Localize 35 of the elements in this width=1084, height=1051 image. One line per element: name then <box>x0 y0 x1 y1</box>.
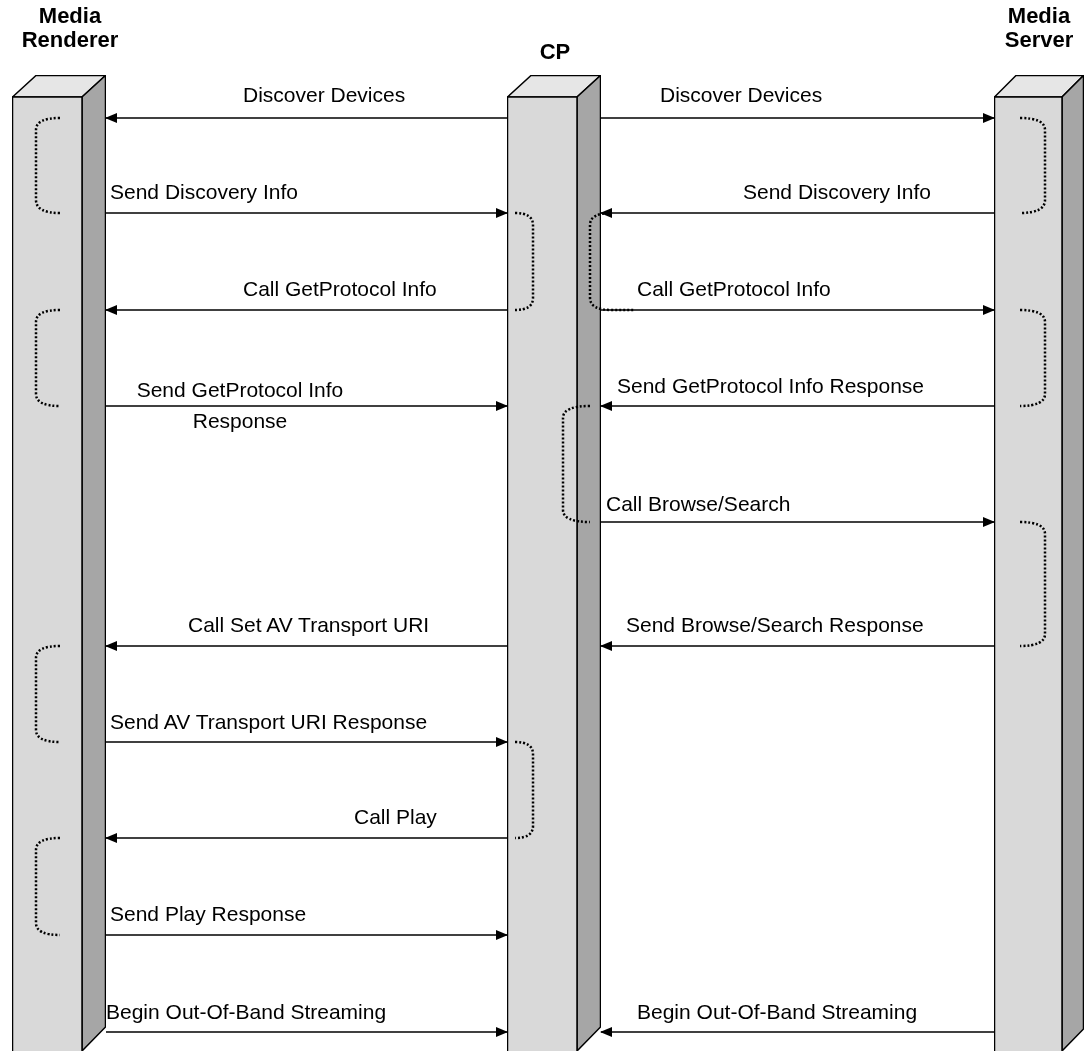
edge-label: Discover Devices <box>660 83 823 106</box>
lifeline-label: CP <box>538 40 572 64</box>
message-arrow <box>105 737 508 747</box>
edge-label: Begin Out-Of-Band Streaming <box>637 1000 918 1023</box>
edge-label: Send AV Transport URI Response <box>110 710 428 733</box>
edge-label: Send GetProtocol Info Response <box>135 377 345 434</box>
message-arrow <box>105 305 508 315</box>
edge-label: Begin Out-Of-Band Streaming <box>106 1000 387 1023</box>
message-arrow <box>600 113 995 123</box>
message-arrow <box>105 401 508 411</box>
message-arrow <box>600 208 995 218</box>
edge-label: Call Browse/Search <box>606 492 791 515</box>
edge-label: Call GetProtocol Info <box>243 277 437 300</box>
message-arrow <box>600 517 995 527</box>
message-arrow <box>600 641 995 651</box>
message-arrow <box>105 208 508 218</box>
message-arrow <box>600 401 995 411</box>
edge-label: Call GetProtocol Info <box>637 277 831 300</box>
message-arrow <box>105 113 508 123</box>
edge-label: Send Discovery Info <box>743 180 931 203</box>
edge-label: Send Play Response <box>110 902 307 925</box>
message-arrow <box>600 305 995 315</box>
message-arrow <box>600 1027 995 1037</box>
edge-label: Send Browse/Search Response <box>626 613 924 636</box>
lifeline-label: Media Server <box>1003 4 1075 52</box>
message-arrow <box>105 641 508 651</box>
message-arrow <box>105 1027 508 1037</box>
lifeline-label: Media Renderer <box>20 4 120 52</box>
edge-label: Discover Devices <box>243 83 406 106</box>
edge-label: Send Discovery Info <box>110 180 298 203</box>
edge-label: Send GetProtocol Info Response <box>617 374 925 397</box>
message-arrow <box>105 930 508 940</box>
message-arrow <box>105 833 508 843</box>
edge-label: Call Play <box>354 805 437 828</box>
edge-label: Call Set AV Transport URI <box>188 613 430 636</box>
